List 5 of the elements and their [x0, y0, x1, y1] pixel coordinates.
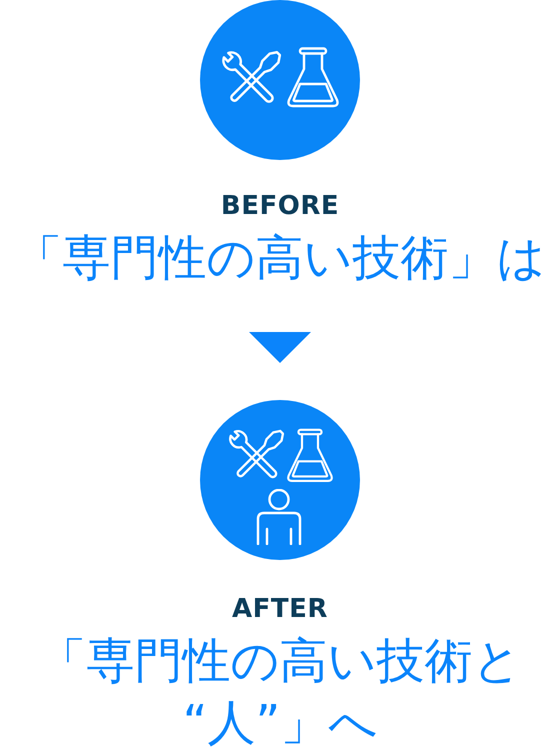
- down-arrow: [249, 332, 311, 363]
- stage-label: AFTER: [232, 596, 328, 622]
- heading: 「専門性の高い技術」は: [14, 229, 546, 288]
- heading: 「専門性の高い技術と“人”」へ: [38, 632, 522, 752]
- stage-label: BEFORE: [220, 193, 340, 219]
